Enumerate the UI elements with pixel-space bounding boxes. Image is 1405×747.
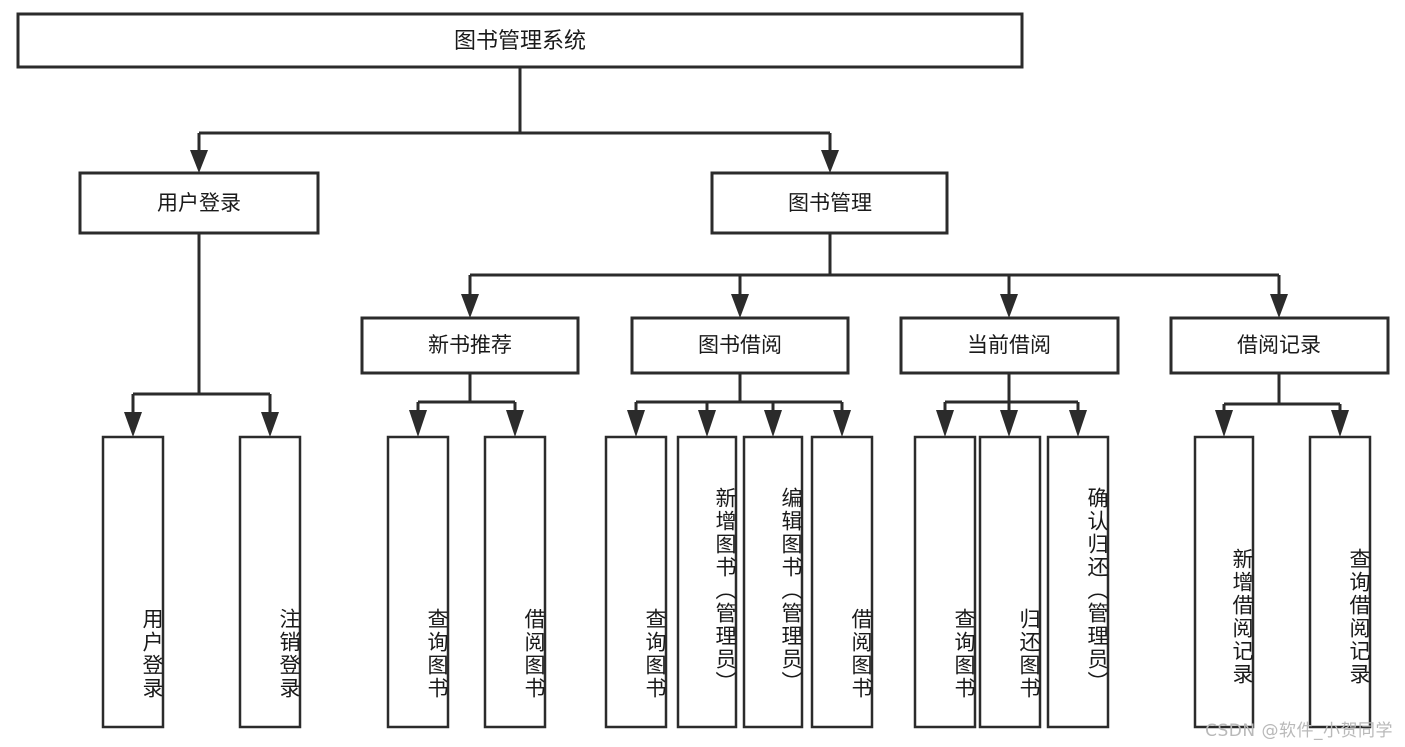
node-root-box[interactable] xyxy=(16,12,1024,69)
arrow-head-leaf-query-record xyxy=(1331,410,1349,437)
arrow-head-leaf-edit-book xyxy=(764,410,782,437)
arrow-head-new-book-recommend xyxy=(461,294,479,318)
node-book-manage-box[interactable] xyxy=(710,171,949,235)
arrow-head-borrow-record xyxy=(1270,294,1288,318)
arrow-head-leaf-return-book xyxy=(1000,410,1018,437)
node-leaf-query-book-1-box[interactable] xyxy=(386,435,450,729)
node-root-label: 图书管理系统 xyxy=(454,29,586,54)
node-new-book-recommend-box[interactable] xyxy=(360,316,580,375)
csdn-watermark: CSDN @软件_小贺同学 xyxy=(1205,721,1393,741)
connector-group-root xyxy=(190,67,839,173)
node-leaf-edit-book-box[interactable] xyxy=(742,435,804,729)
node-leaf-add-book-box[interactable] xyxy=(676,435,738,729)
arrow-head-leaf-add-book xyxy=(698,410,716,437)
connector-group-borrow-record xyxy=(1215,373,1349,437)
node-leaf-confirm-return-box[interactable] xyxy=(1046,435,1110,729)
arrow-head-leaf-logout xyxy=(261,412,279,437)
node-leaf-user-login-box[interactable] xyxy=(101,435,165,729)
arrow-head-current-borrow xyxy=(1000,294,1018,318)
arrow-head-book-manage xyxy=(821,150,839,173)
leaf-boxes-group xyxy=(101,435,1372,729)
node-leaf-borrow-book-1-box[interactable] xyxy=(483,435,547,729)
node-book-borrow-label: 图书借阅 xyxy=(698,333,782,357)
arrow-head-leaf-user-login xyxy=(124,412,142,437)
node-new-book-recommend[interactable]: 新书推荐 xyxy=(360,316,580,375)
node-borrow-record[interactable]: 借阅记录 xyxy=(1169,316,1390,375)
node-leaf-return-book-box[interactable] xyxy=(978,435,1042,729)
node-book-borrow-box[interactable] xyxy=(630,316,850,375)
node-current-borrow[interactable]: 当前借阅 xyxy=(899,316,1120,375)
arrow-head-leaf-query-book-2 xyxy=(627,410,645,437)
node-book-manage-label: 图书管理 xyxy=(788,191,872,215)
arrow-head-leaf-add-record xyxy=(1215,410,1233,437)
node-book-borrow[interactable]: 图书借阅 xyxy=(630,316,850,375)
arrow-head-leaf-query-book-3 xyxy=(936,410,954,437)
arrow-head-user-login xyxy=(190,150,208,173)
node-leaf-query-record-box[interactable] xyxy=(1308,435,1372,729)
node-new-book-recommend-label: 新书推荐 xyxy=(428,333,512,357)
node-root[interactable]: 图书管理系统 xyxy=(16,12,1024,69)
connector-group-new-book-recommend xyxy=(409,373,524,437)
node-current-borrow-box[interactable] xyxy=(899,316,1120,375)
node-borrow-record-label: 借阅记录 xyxy=(1237,333,1321,357)
connector-group-book-borrow xyxy=(627,373,851,437)
arrow-head-book-borrow xyxy=(731,294,749,318)
connector-group-current-borrow xyxy=(936,373,1087,437)
node-leaf-query-book-2-box[interactable] xyxy=(604,435,668,729)
connector-group-user-login xyxy=(124,233,279,437)
node-leaf-borrow-book-2-box[interactable] xyxy=(810,435,874,729)
node-user-login[interactable]: 用户登录 xyxy=(78,171,320,235)
node-borrow-record-box[interactable] xyxy=(1169,316,1390,375)
node-leaf-query-book-3-box[interactable] xyxy=(913,435,977,729)
node-user-login-box[interactable] xyxy=(78,171,320,235)
arrow-head-leaf-confirm-return xyxy=(1069,410,1087,437)
node-leaf-logout-box[interactable] xyxy=(238,435,302,729)
node-user-login-label: 用户登录 xyxy=(157,191,241,215)
connector-group-book-manage xyxy=(461,233,1288,318)
node-current-borrow-label: 当前借阅 xyxy=(967,333,1051,357)
arrow-head-leaf-borrow-book-1 xyxy=(506,410,524,437)
node-book-manage[interactable]: 图书管理 xyxy=(710,171,949,235)
arrow-head-leaf-borrow-book-2 xyxy=(833,410,851,437)
arrow-head-leaf-query-book-1 xyxy=(409,410,427,437)
node-leaf-add-record-box[interactable] xyxy=(1193,435,1255,729)
